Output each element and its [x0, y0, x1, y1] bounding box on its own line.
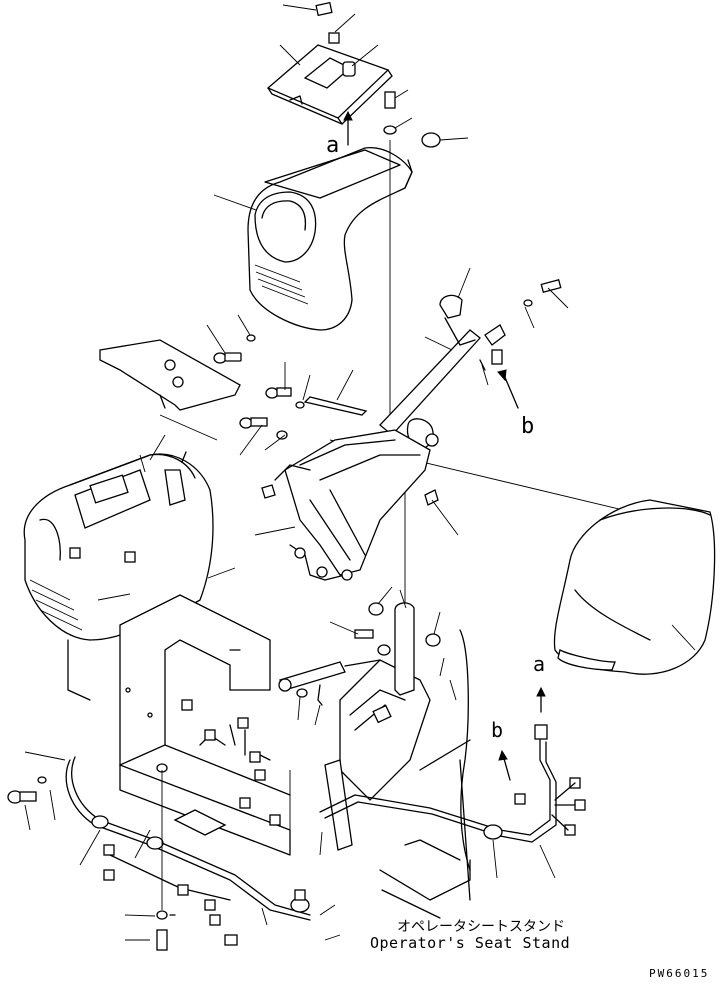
right-seat-cover: [553, 499, 716, 675]
left-lower-console: [23, 451, 214, 701]
gas-spring: [278, 629, 381, 706]
wire-harness-left: [65, 699, 311, 946]
callout-b-upper: b: [521, 414, 535, 439]
callout-b-lower: b: [491, 718, 504, 742]
background-outline: [169, 629, 471, 916]
center-frame-upper: [261, 429, 439, 581]
callout-a-lower: a: [533, 652, 546, 676]
wire-harness-right: [319, 686, 586, 843]
caption-japanese: オペレータシートスタンド: [397, 919, 565, 935]
lower-box-bracket: [119, 594, 291, 856]
caption-english: Operator's Seat Stand: [370, 934, 571, 952]
leader-lines: [24, 4, 696, 941]
drawing-id: PW66015: [649, 967, 710, 980]
seat-stand-frame: [324, 602, 471, 919]
right-console-cover: [247, 147, 413, 331]
top-cover-plate-assembly: [266, 1, 441, 148]
lower-left-fasteners: [7, 763, 168, 951]
callout-a-upper: a: [326, 133, 340, 158]
upper-fasteners: [213, 279, 562, 440]
control-lever-assembly: [379, 294, 519, 449]
left-mounting-bracket: [99, 339, 241, 411]
